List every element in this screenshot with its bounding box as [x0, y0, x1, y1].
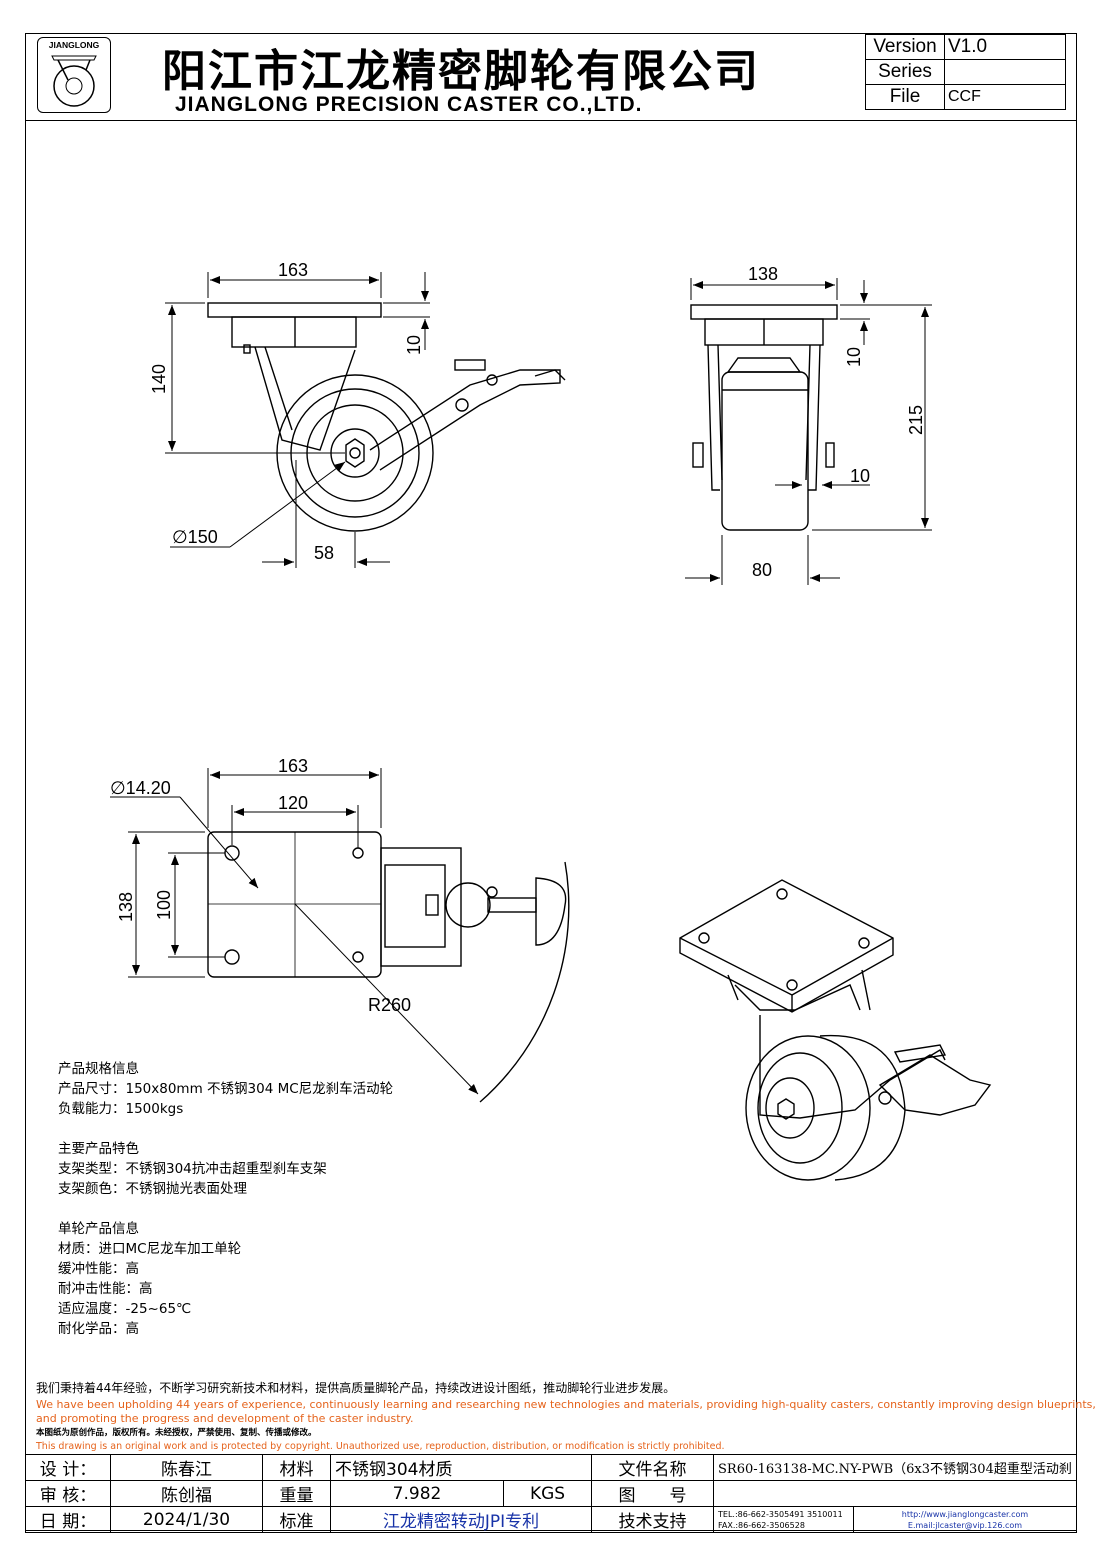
- title-block: 设 计： 陈春江 材料 不锈钢304材质 文件名称 SR60-163138-MC…: [25, 1454, 1077, 1533]
- dim-front-gap: 10: [850, 466, 870, 486]
- spec-impact: 耐冲击性能：高: [58, 1281, 153, 1297]
- version-label: Version: [865, 34, 945, 60]
- fax: FAX.:86-662-3506528: [718, 1520, 805, 1530]
- review-value: 陈创福: [110, 1480, 263, 1507]
- company-logo: JIANGLONG: [37, 37, 111, 113]
- spec-section-title: 产品规格信息: [58, 1061, 139, 1077]
- version-value: V1.0: [944, 34, 1066, 60]
- spec-bracket-color: 支架颜色：不锈钢抛光表面处理: [58, 1181, 247, 1197]
- copyright-en: This drawing is an original work and is …: [36, 1441, 725, 1452]
- dim-front-width: 138: [748, 264, 778, 284]
- company-name-cn: 阳江市江龙精密脚轮有限公司: [162, 46, 760, 97]
- design-value: 陈春江: [110, 1454, 263, 1481]
- dim-side-width: 163: [278, 260, 308, 280]
- front-view: [685, 278, 932, 585]
- date-value: 2024/1/30: [110, 1506, 263, 1533]
- standard-label: 标准: [262, 1506, 331, 1533]
- notice-en-line2: and promoting the progress and developme…: [36, 1412, 414, 1425]
- spec-load: 负载能力：1500kgs: [58, 1101, 184, 1117]
- weight-value: 7.982: [330, 1480, 504, 1507]
- file-label: File: [865, 84, 945, 110]
- design-label: 设 计：: [25, 1454, 111, 1481]
- notice-cn: 我们秉持着44年经验，不断学习研究新技术和材料，提供高质量脚轮产品，持续改进设计…: [36, 1381, 676, 1395]
- top-view: [110, 768, 570, 1103]
- dim-top-height: 138: [116, 892, 136, 922]
- dim-hole-spacing-y: 100: [154, 890, 174, 920]
- logo-text: JIANGLONG: [48, 40, 100, 50]
- dim-side-height: 140: [149, 364, 169, 394]
- dim-wheel-diameter: ∅150: [172, 527, 218, 547]
- copyright-cn: 本图纸为原创作品，版权所有。未经授权，严禁使用、复制、传播或修改。: [36, 1428, 317, 1438]
- company-notice: 我们秉持着44年经验，不断学习研究新技术和材料，提供高质量脚轮产品，持续改进设计…: [36, 1381, 1096, 1454]
- dim-hole-spacing-x: 120: [278, 793, 308, 813]
- caster-logo-icon: [51, 55, 97, 107]
- filename-value: SR60-163138-MC.NY-PWB（6x3不锈钢304超重型活动刹: [713, 1454, 1077, 1481]
- dim-front-height: 215: [906, 405, 926, 435]
- spec-material: 材质：进口MC尼龙车加工单轮: [58, 1241, 242, 1257]
- spec-cushion: 缓冲性能：高: [58, 1261, 139, 1277]
- drawing-no-value: [713, 1480, 1077, 1507]
- spec-section-title: 主要产品特色: [58, 1141, 139, 1157]
- material-label: 材料: [262, 1454, 331, 1481]
- weight-label: 重量: [262, 1480, 331, 1507]
- standard-value: 江龙精密转动JPI专利: [330, 1506, 592, 1533]
- email-link[interactable]: E.mail:jlcaster@vip.126.com: [907, 1520, 1023, 1530]
- date-label: 日 期：: [25, 1506, 111, 1533]
- technical-drawing: 163 140 10 ∅150 58 138 10 215 10 80 163 …: [110, 260, 992, 1181]
- dim-wheel-width: 80: [752, 560, 772, 580]
- tel: TEL.:86-662-3505491 3510011: [718, 1509, 843, 1519]
- spec-size: 产品尺寸：150x80mm 不锈钢304 MC尼龙刹车活动轮: [58, 1081, 394, 1097]
- notice-en-line1: We have been upholding 44 years of exper…: [36, 1398, 1096, 1411]
- dim-swivel-radius: R260: [368, 995, 411, 1015]
- weight-unit: KGS: [503, 1480, 592, 1507]
- isometric-view: [679, 879, 992, 1181]
- review-label: 审 核：: [25, 1480, 111, 1507]
- product-specs: 产品规格信息 产品尺寸：150x80mm 不锈钢304 MC尼龙刹车活动轮 负载…: [58, 1059, 393, 1339]
- drawing-no-label: 图 号: [591, 1480, 714, 1507]
- file-value: CCF: [944, 84, 1066, 110]
- company-name-en: JIANGLONG PRECISION CASTER CO.,LTD.: [175, 93, 643, 116]
- side-view: [165, 272, 566, 568]
- spec-bracket-type: 支架类型：不锈钢304抗冲击超重型刹车支架: [58, 1161, 327, 1177]
- header-divider: [25, 120, 1077, 121]
- material-value: 不锈钢304材质: [330, 1454, 592, 1481]
- filename-label: 文件名称: [591, 1454, 714, 1481]
- dim-front-plate: 10: [844, 347, 864, 367]
- dim-top-width: 163: [278, 756, 308, 776]
- dim-hole-diameter: ∅14.20: [110, 778, 171, 798]
- support-label: 技术支持: [591, 1506, 714, 1533]
- spec-chemical: 耐化学品：高: [58, 1321, 139, 1337]
- spec-temperature: 适应温度：-25~65℃: [58, 1301, 192, 1317]
- dim-side-plate: 10: [404, 335, 424, 355]
- dim-offset: 58: [314, 543, 334, 563]
- contact-phone: TEL.:86-662-3505491 3510011 FAX.:86-662-…: [713, 1506, 854, 1533]
- contact-web: http://www.jianglongcaster.com E.mail:jl…: [853, 1506, 1077, 1533]
- spec-section-title: 单轮产品信息: [58, 1221, 139, 1237]
- website-link[interactable]: http://www.jianglongcaster.com: [901, 1509, 1029, 1519]
